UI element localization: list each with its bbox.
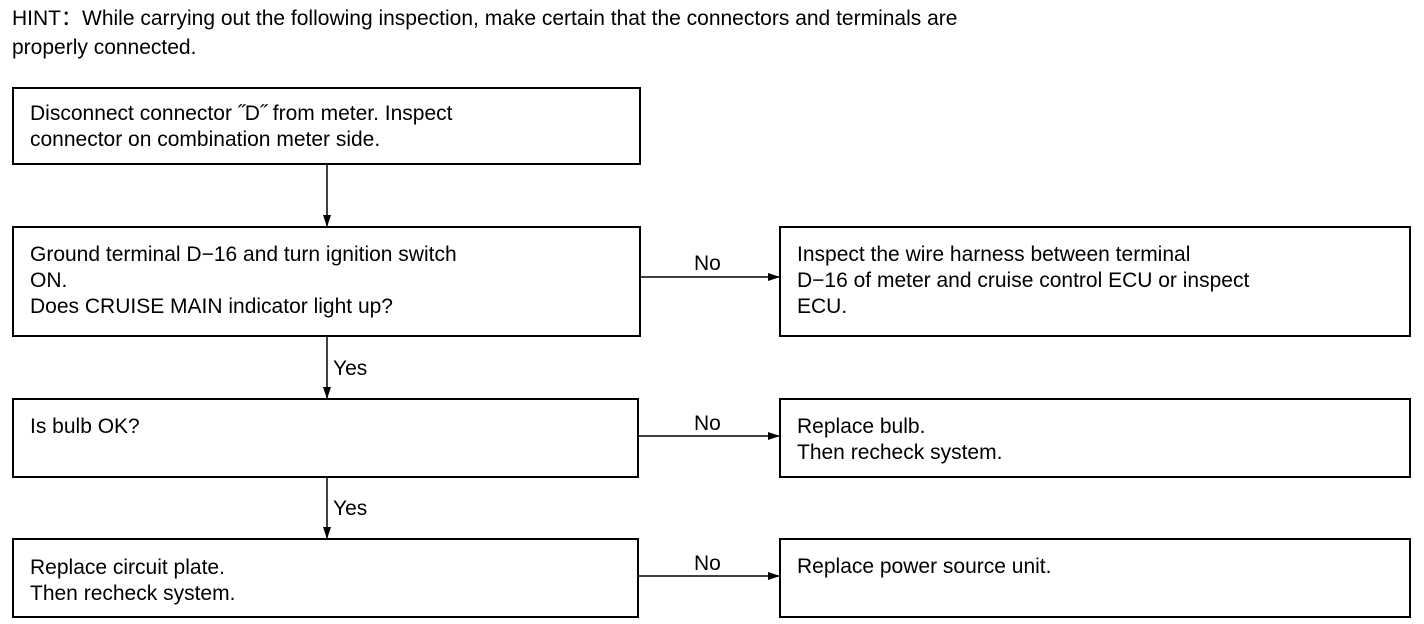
step-inspect-harness: Inspect the wire harness between termina… xyxy=(779,226,1411,337)
step-text-line: Replace power source unit. xyxy=(797,555,1052,578)
edge-label-no: No xyxy=(694,412,721,435)
step-bulb-check: Is bulb OK? xyxy=(12,398,639,478)
step-ground-terminal: Ground terminal D−16 and turn ignition s… xyxy=(12,226,641,337)
step-text-line: connector on combination meter side. xyxy=(30,128,381,151)
step-text-line: Disconnect connector ˝D˝ from meter. Ins… xyxy=(30,102,453,125)
hint-line-2: properly connected. xyxy=(12,36,197,59)
step-text-line: ECU. xyxy=(797,295,848,318)
step-disconnect-connector: Disconnect connector ˝D˝ from meter. Ins… xyxy=(12,87,641,165)
step-text-line: Inspect the wire harness between termina… xyxy=(797,243,1191,266)
step-text-line: Replace circuit plate. xyxy=(30,556,225,579)
step-text-line: Ground terminal D−16 and turn ignition s… xyxy=(30,243,457,266)
step-replace-power-source: Replace power source unit. xyxy=(779,538,1411,618)
step-replace-circuit-plate: Replace circuit plate. Then recheck syst… xyxy=(12,538,639,618)
hint-text: HINT：While carrying out the following in… xyxy=(12,4,1392,62)
step-replace-bulb: Replace bulb. Then recheck system. xyxy=(779,398,1411,478)
hint-line-1: HINT：While carrying out the following in… xyxy=(12,7,958,30)
edge-label-no: No xyxy=(694,552,721,575)
step-text-line: Then recheck system. xyxy=(30,582,236,605)
edge-label-no: No xyxy=(694,252,721,275)
edge-label-yes: Yes xyxy=(333,357,368,380)
step-text-line: ON. xyxy=(30,269,68,292)
step-text-line: Is bulb OK? xyxy=(30,415,140,438)
step-text-line: Replace bulb. xyxy=(797,415,926,438)
edge-label-yes: Yes xyxy=(333,497,368,520)
step-text-line: Does CRUISE MAIN indicator light up? xyxy=(30,295,393,318)
step-text-line: Then recheck system. xyxy=(797,441,1003,464)
step-text-line: D−16 of meter and cruise control ECU or … xyxy=(797,269,1250,292)
